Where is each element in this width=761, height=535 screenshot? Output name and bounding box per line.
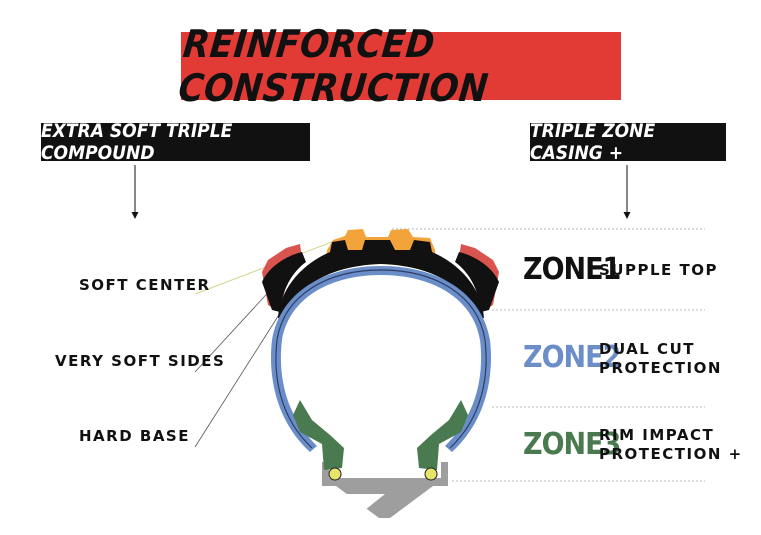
casing-tag-label: TRIPLE ZONE CASING + (530, 120, 656, 164)
zone3-desc-line2: PROTECTION + (599, 445, 743, 463)
zone2-word: ZONE2 (523, 340, 621, 375)
bead-core-left (328, 467, 342, 481)
bead-core-right (424, 467, 438, 481)
casing-arrow-icon (623, 165, 631, 219)
zone1-desc-line1: SUPPLE TOP (599, 261, 718, 279)
bead-right (417, 400, 468, 470)
soft-center-label: SOFT CENTER (79, 276, 211, 294)
black-compound (278, 240, 484, 320)
zone3-word: ZONE3 (523, 427, 621, 462)
zone2-desc-line1: DUAL CUT (599, 340, 695, 358)
zone1-word: ZONE1 (523, 252, 621, 287)
hard-base-label: HARD BASE (79, 427, 190, 445)
title-banner: REINFORCED CONSTRUCTION (176, 22, 621, 110)
zone3-desc-line1: RIM IMPACT (599, 426, 715, 444)
leader-line-hard-base (194, 309, 283, 448)
leader-line-very-soft-sides (194, 284, 276, 373)
compound-arrow-icon (131, 165, 139, 219)
compound-tag: EXTRA SOFT TRIPLE COMPOUND (41, 120, 310, 164)
compound-tag-label: EXTRA SOFT TRIPLE COMPOUND (41, 120, 233, 164)
rim-icon (322, 462, 448, 518)
casing-tag: TRIPLE ZONE CASING + (530, 120, 726, 164)
very-soft-sides-label: VERY SOFT SIDES (55, 352, 226, 370)
bead-left (293, 400, 344, 470)
zone2-desc-line2: PROTECTION (599, 359, 722, 377)
